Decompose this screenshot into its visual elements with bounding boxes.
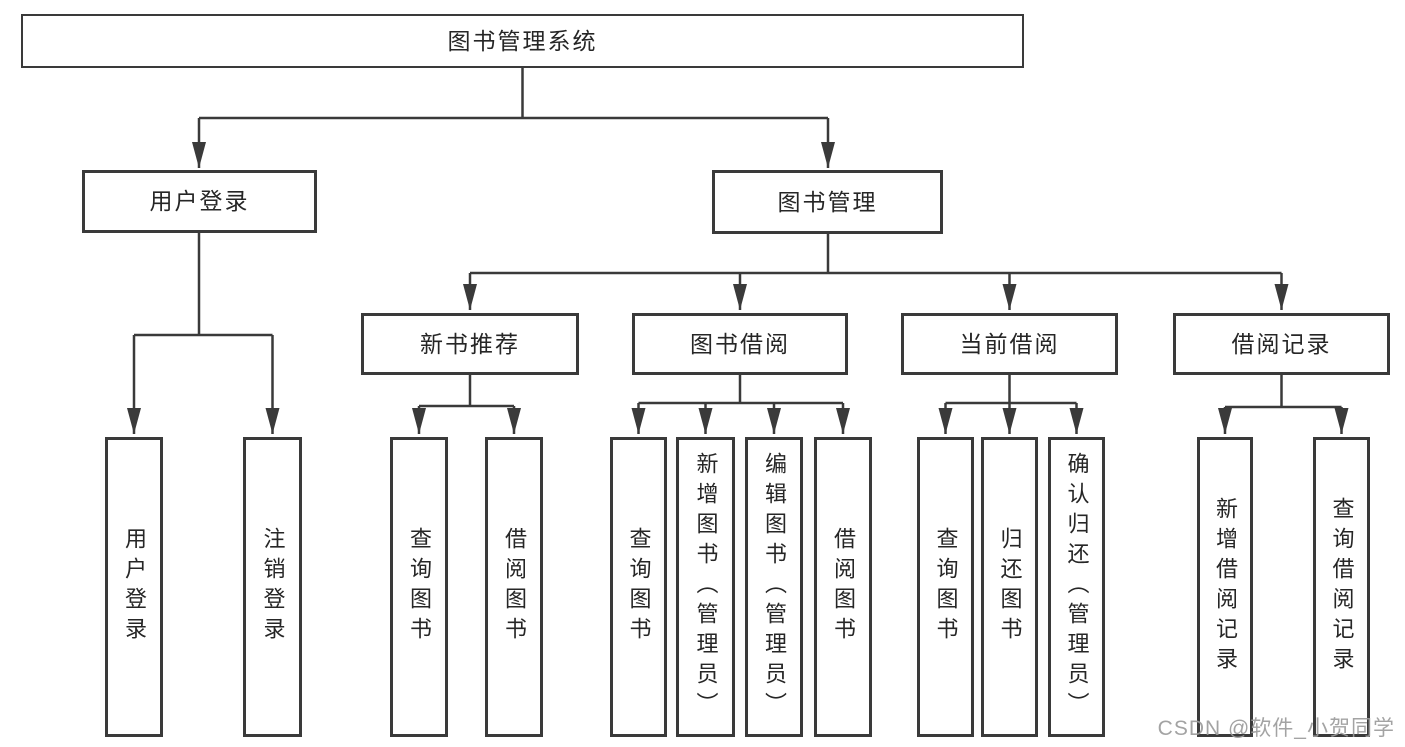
node-leaf-user-login-label: 用户登录 <box>122 527 147 647</box>
node-leaf-br-add-record-label: 新增借阅记录 <box>1213 497 1238 677</box>
node-leaf-cb-query-books-label: 查询图书 <box>933 527 959 647</box>
node-book-management-label: 图书管理 <box>777 188 878 215</box>
node-leaf-logout: 注销登录 <box>243 437 302 737</box>
node-leaf-cb-confirm-return-admin-label: 确认归还（管理员） <box>1064 452 1090 722</box>
node-leaf-logout-label: 注销登录 <box>260 527 286 647</box>
node-book-borrowing-label: 图书借阅 <box>690 330 790 357</box>
node-leaf-bb-add-books-admin-label: 新增图书（管理员） <box>693 452 719 722</box>
node-new-book-recommend-label: 新书推荐 <box>420 330 520 357</box>
node-new-book-recommend: 新书推荐 <box>361 313 579 375</box>
node-borrowing-records: 借阅记录 <box>1173 313 1390 375</box>
node-leaf-bb-edit-books-admin: 编辑图书（管理员） <box>745 437 803 737</box>
node-user-login: 用户登录 <box>82 170 317 233</box>
node-leaf-cb-confirm-return-admin: 确认归还（管理员） <box>1048 437 1105 737</box>
node-leaf-br-add-record: 新增借阅记录 <box>1197 437 1253 737</box>
node-book-management: 图书管理 <box>712 170 943 234</box>
node-book-borrowing: 图书借阅 <box>632 313 848 375</box>
node-leaf-bb-query-books-label: 查询图书 <box>626 527 652 647</box>
node-root: 图书管理系统 <box>21 14 1024 68</box>
node-current-borrowing: 当前借阅 <box>901 313 1118 375</box>
node-user-login-label: 用户登录 <box>149 188 250 214</box>
node-leaf-br-query-record: 查询借阅记录 <box>1313 437 1370 737</box>
node-leaf-user-login: 用户登录 <box>105 437 163 737</box>
node-root-label: 图书管理系统 <box>447 27 598 54</box>
node-leaf-nbr-query-books: 查询图书 <box>390 437 448 737</box>
node-current-borrowing-label: 当前借阅 <box>959 330 1060 357</box>
node-leaf-bb-add-books-admin: 新增图书（管理员） <box>676 437 735 737</box>
node-leaf-nbr-query-books-label: 查询图书 <box>407 527 432 647</box>
csdn-watermark: CSDN @软件_小贺同学 <box>1157 717 1395 740</box>
node-leaf-br-query-record-label: 查询借阅记录 <box>1329 497 1355 677</box>
node-borrowing-records-label: 借阅记录 <box>1231 330 1332 357</box>
node-leaf-bb-borrow-books-label: 借阅图书 <box>831 527 856 647</box>
node-leaf-bb-borrow-books: 借阅图书 <box>814 437 872 737</box>
node-leaf-cb-return-books-label: 归还图书 <box>997 527 1023 647</box>
node-leaf-nbr-borrow-books-label: 借阅图书 <box>502 527 527 647</box>
node-leaf-bb-query-books: 查询图书 <box>610 437 667 737</box>
node-leaf-cb-query-books: 查询图书 <box>917 437 974 737</box>
node-leaf-cb-return-books: 归还图书 <box>981 437 1038 737</box>
node-leaf-nbr-borrow-books: 借阅图书 <box>485 437 543 737</box>
node-leaf-bb-edit-books-admin-label: 编辑图书（管理员） <box>762 452 787 722</box>
